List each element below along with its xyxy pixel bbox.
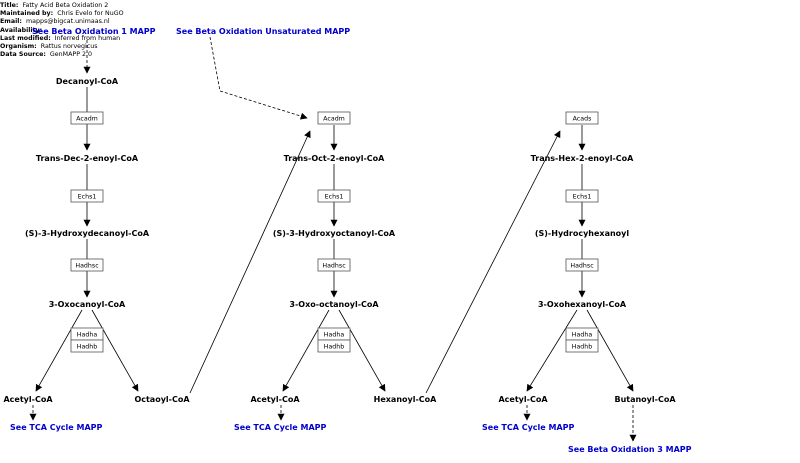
edge-oxohexanoyl-to-butanoyl [586, 309, 634, 392]
svg-text:Echs1: Echs1 [78, 194, 97, 201]
metabolite-3-oxohexanoyl-coa[interactable]: 3-Oxohexanoyl-CoA [538, 300, 627, 309]
info-organism: Organism: Rattus norvegicus [0, 43, 98, 51]
metabolite-acetyl-coa-2[interactable]: Acetyl-CoA [250, 395, 300, 404]
svg-text:Acads: Acads [573, 116, 592, 123]
gene-c3-hadha[interactable]: Hadha [565, 327, 599, 341]
edge-oxocanoyl-to-acetyl1 [35, 309, 83, 392]
svg-text:Acadm: Acadm [323, 116, 345, 123]
gene-c3-hadhb[interactable]: Hadhb [565, 339, 599, 353]
svg-text:Acadm: Acadm [76, 116, 98, 123]
edge-oxohexanoyl-to-acetyl3 [526, 309, 578, 392]
gene-c3-echs1[interactable]: Echs1 [565, 189, 599, 203]
link-beta-oxidation-3[interactable]: See Beta Oxidation 3 MAPP [568, 445, 692, 454]
gene-c2-acadm[interactable]: Acadm [317, 111, 351, 125]
svg-text:Hadhsc: Hadhsc [322, 263, 346, 270]
metabolite-decanoyl-coa[interactable]: Decanoyl-CoA [56, 77, 119, 86]
link-beta-oxidation-unsaturated[interactable]: See Beta Oxidation Unsaturated MAPP [176, 27, 350, 36]
gene-boxes: Acadm Echs1 Hadhsc Hadha Hadhb Acadm Ech… [70, 111, 599, 353]
link-beta-oxidation-1[interactable]: See Beta Oxidation 1 MAPP [32, 27, 156, 36]
svg-text:Hadhb: Hadhb [572, 344, 593, 351]
info-email: Email: mapps@bigcat.unimaas.nl [0, 18, 110, 26]
edge-oxooctanoyl-to-hexanoyl [338, 309, 386, 392]
svg-text:Echs1: Echs1 [325, 194, 344, 201]
gene-c3-acads[interactable]: Acads [565, 111, 599, 125]
edge-unsat-to-transoct [209, 36, 308, 120]
gene-c2-hadhsc[interactable]: Hadhsc [317, 258, 351, 272]
gene-c1-echs1[interactable]: Echs1 [70, 189, 104, 203]
edge-oxooctanoyl-to-acetyl2 [282, 309, 330, 392]
gene-c1-hadhsc[interactable]: Hadhsc [70, 258, 104, 272]
svg-text:Hadhb: Hadhb [77, 344, 98, 351]
metabolite-trans-dec-2-enoyl-coa[interactable]: Trans-Dec-2-enoyl-CoA [36, 154, 139, 163]
metabolite-acetyl-coa-3[interactable]: Acetyl-CoA [498, 395, 548, 404]
svg-text:Hadhsc: Hadhsc [570, 263, 594, 270]
svg-text:Hadha: Hadha [77, 332, 98, 339]
info-maintained-by: Maintained by: Chris Evelo for NuGO [0, 10, 124, 18]
metabolite-s3-hydroxyoctanoyl-coa[interactable]: (S)-3-Hydroxyoctanoyl-CoA [273, 229, 396, 238]
edge-hexanoyl-to-transhex [425, 130, 561, 394]
gene-c1-hadha[interactable]: Hadha [70, 327, 104, 341]
gene-c1-hadhb[interactable]: Hadhb [70, 339, 104, 353]
mapp-links: See Beta Oxidation 1 MAPP See Beta Oxida… [10, 27, 692, 454]
svg-text:Hadha: Hadha [324, 332, 345, 339]
link-tca-cycle-3[interactable]: See TCA Cycle MAPP [482, 423, 575, 432]
metabolite-octaoyl-coa[interactable]: Octaoyl-CoA [134, 395, 190, 404]
gene-c2-hadhb[interactable]: Hadhb [317, 339, 351, 353]
metabolite-3-oxo-octanoyl-coa[interactable]: 3-Oxo-octanoyl-CoA [289, 300, 379, 309]
edge-oxocanoyl-to-octaoyl [91, 309, 139, 392]
metabolite-trans-oct-2-enoyl-coa[interactable]: Trans-Oct-2-enoyl-CoA [284, 154, 386, 163]
metabolite-trans-hex-2-enoyl-coa[interactable]: Trans-Hex-2-enoyl-CoA [531, 154, 634, 163]
metabolite-s-hydrocyhexanoyl[interactable]: (S)-Hydrocyhexanoyl [535, 229, 630, 238]
info-last-modified: Last modified: Inferred from human [0, 34, 121, 42]
svg-text:Hadhsc: Hadhsc [75, 263, 99, 270]
gene-c2-hadha[interactable]: Hadha [317, 327, 351, 341]
gene-c3-hadhsc[interactable]: Hadhsc [565, 258, 599, 272]
info-title: Title: Fatty Acid Beta Oxidation 2 [0, 2, 109, 9]
metabolite-butanoyl-coa[interactable]: Butanoyl-CoA [614, 395, 676, 404]
info-data-source: Data Source: GenMAPP 2.0 [0, 51, 93, 59]
svg-text:Hadhb: Hadhb [324, 344, 345, 351]
metabolite-s3-hydroxydecanoyl-coa[interactable]: (S)-3-Hydroxydecanoyl-CoA [25, 229, 150, 238]
edge-octaoyl-to-transoct [189, 130, 311, 394]
info-availability: Availability: [0, 26, 43, 34]
metabolite-3-oxocanoyl-coa[interactable]: 3-Oxocanoyl-CoA [49, 300, 126, 309]
link-tca-cycle-2[interactable]: See TCA Cycle MAPP [234, 423, 327, 432]
pathway-info-panel: Title: Fatty Acid Beta Oxidation 2 Maint… [0, 2, 124, 59]
metabolite-acetyl-coa-1[interactable]: Acetyl-CoA [3, 395, 53, 404]
svg-text:Hadha: Hadha [572, 332, 593, 339]
metabolite-hexanoyl-coa[interactable]: Hexanoyl-CoA [374, 395, 438, 404]
gene-c2-echs1[interactable]: Echs1 [317, 189, 351, 203]
edges [29, 36, 637, 442]
metabolites: Decanoyl-CoA Trans-Dec-2-enoyl-CoA (S)-3… [3, 77, 676, 404]
svg-text:Echs1: Echs1 [573, 194, 592, 201]
link-tca-cycle-1[interactable]: See TCA Cycle MAPP [10, 423, 103, 432]
gene-c1-acadm[interactable]: Acadm [70, 111, 104, 125]
